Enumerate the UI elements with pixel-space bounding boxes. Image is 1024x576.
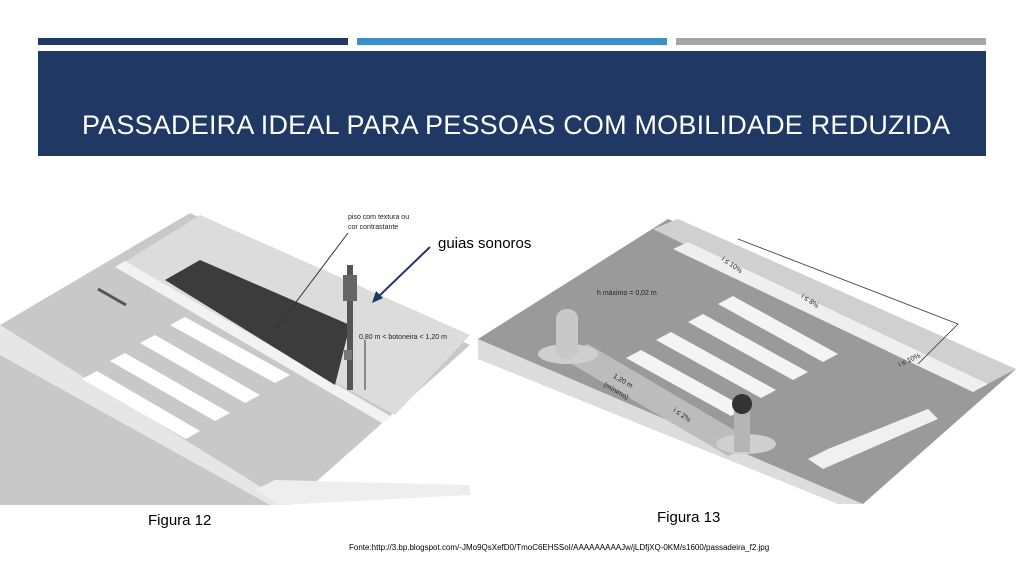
zebra-stripe	[140, 335, 260, 403]
figure-12-illustration	[0, 213, 470, 505]
edge-stripe	[255, 480, 470, 505]
figure-13-caption: Figura 13	[657, 509, 721, 526]
texture-note-line-1: piso com textura ou	[348, 214, 410, 221]
callout-guias-sonoros: guias sonoros	[438, 235, 532, 252]
accent-bar-blue	[357, 38, 667, 45]
signal-pole	[347, 265, 353, 390]
zebra-stripe	[718, 296, 838, 362]
note-leader-line	[274, 232, 349, 331]
curb-strip-left	[115, 261, 392, 423]
callout-arrow-head	[372, 291, 383, 303]
bollard-left	[556, 309, 578, 359]
direction-arrow	[97, 287, 127, 307]
push-button	[344, 350, 352, 360]
button-height-note: 0,80 m < botoneira < 1,20 m	[359, 334, 447, 341]
refuge-island	[558, 344, 758, 456]
zebra-stripe	[110, 353, 230, 421]
slide-title: PASSADEIRA IDEAL PARA PESSOAS COM MOBILI…	[82, 110, 951, 140]
title-banner	[38, 51, 986, 156]
tactile-floor	[165, 260, 350, 385]
zebra-stripe	[626, 350, 746, 416]
sign-disc	[732, 394, 752, 414]
figure-13-illustration	[478, 219, 1016, 504]
source-citation: Fonte:http://3.bp.blogspot.com/-JMo9QsXe…	[349, 543, 770, 552]
zebra-stripe	[170, 317, 290, 383]
sidewalk-right	[653, 219, 1016, 389]
zebra-stripe	[82, 371, 200, 439]
figure-12-caption: Figura 12	[148, 512, 212, 529]
callout-arrow-line	[377, 246, 431, 298]
ramp-outline	[737, 238, 959, 365]
texture-note-line-2: cor contrastante	[348, 224, 399, 231]
zebra-stripe	[656, 332, 776, 398]
accent-bar-gray	[676, 38, 986, 45]
accent-bar-navy	[38, 38, 348, 45]
bollard-right	[734, 404, 750, 452]
edge-stripe	[808, 409, 938, 469]
curb-strip-right	[673, 242, 988, 392]
h-max-note: h máximo = 0,02 m	[597, 290, 657, 297]
signal-head	[343, 275, 357, 301]
zebra-stripe	[688, 314, 808, 380]
